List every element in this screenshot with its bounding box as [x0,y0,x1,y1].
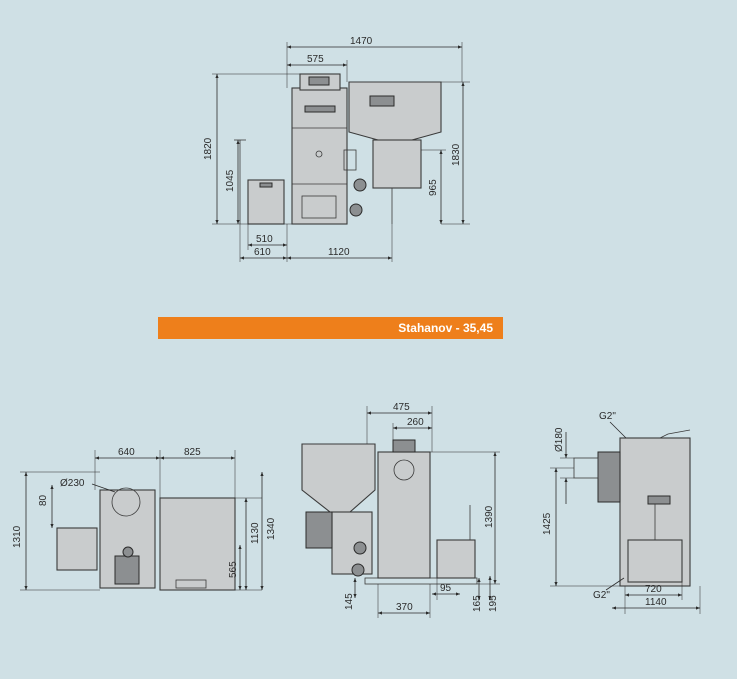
dim-1120: 1120 [328,247,350,258]
burner-pipe [343,149,357,171]
front-burner [305,511,333,549]
flue-stub [573,457,599,479]
dim-flue-diameter: Ø230 [60,478,85,489]
dim-g2-top: G2" [599,411,616,422]
side-grate [647,495,671,505]
dim-1140: 1140 [645,597,667,608]
dim-1390: 1390 [484,505,495,528]
burner-fan [349,203,363,217]
dim-95: 95 [440,583,452,594]
dim-1830: 1830 [451,143,462,166]
hopper-window [369,95,395,107]
dim-720: 720 [645,584,662,595]
hopper-plan-tray [175,579,207,589]
front-boiler [377,451,431,579]
side-view-b: G2" Ø180 1425 G2" 720 1140 [542,411,701,614]
burner-plan [56,527,98,571]
front-view: 475 260 1390 145 370 95 165 195 [301,402,500,618]
dim-610: 610 [254,247,271,258]
dim-80: 80 [38,494,49,506]
dim-260: 260 [407,417,424,428]
front-control-box [436,539,476,579]
dim-1340: 1340 [266,517,277,540]
top-view: 1470 575 1820 1830 1045 965 510 610 1120 [203,36,470,262]
hopper-plan [159,497,236,591]
boiler-inspection-hole [315,150,323,158]
pellet-hopper [348,81,442,141]
dim-510: 510 [256,234,273,245]
side-view-a: 640 825 Ø230 80 1310 1130 1340 565 [12,447,277,591]
burner-motor [353,178,367,192]
dim-825: 825 [184,447,201,458]
front-flue-collar [392,439,416,453]
dim-145: 145 [344,593,355,610]
dim-565: 565 [228,561,239,578]
dim-1045: 1045 [225,169,236,192]
front-motor [353,541,367,555]
dim-g2-bottom: G2" [593,590,610,601]
dim-575: 575 [307,54,324,65]
dim-1425: 1425 [542,512,553,535]
dim-195: 195 [488,595,499,612]
front-hopper [301,443,376,513]
hopper-auger [372,139,422,189]
dim-370: 370 [396,602,413,613]
dim-965: 965 [428,179,439,196]
dim-1470: 1470 [350,36,373,47]
flue-outlet [111,487,141,517]
boiler-label-plate [304,105,336,113]
dim-1130: 1130 [250,522,261,544]
dim-d180: Ø180 [554,427,565,452]
boiler-top-opening [308,76,330,86]
front-fan [351,563,365,577]
boiler-ash-door [301,195,337,219]
dim-1820: 1820 [203,137,214,160]
control-box-handle [259,182,273,188]
boiler-side-flue [597,451,621,503]
ash-box [627,539,683,583]
top-return [659,429,691,439]
model-banner: Stahanov - 35,45 [158,317,503,339]
dim-475: 475 [393,402,410,413]
dim-640: 640 [118,447,135,458]
fan-plan [114,555,140,585]
dim-1310: 1310 [12,525,23,548]
front-base [364,577,478,585]
dim-165: 165 [472,595,483,612]
front-flue [393,459,415,481]
motor-plan [122,546,134,558]
front-auger [331,511,373,575]
